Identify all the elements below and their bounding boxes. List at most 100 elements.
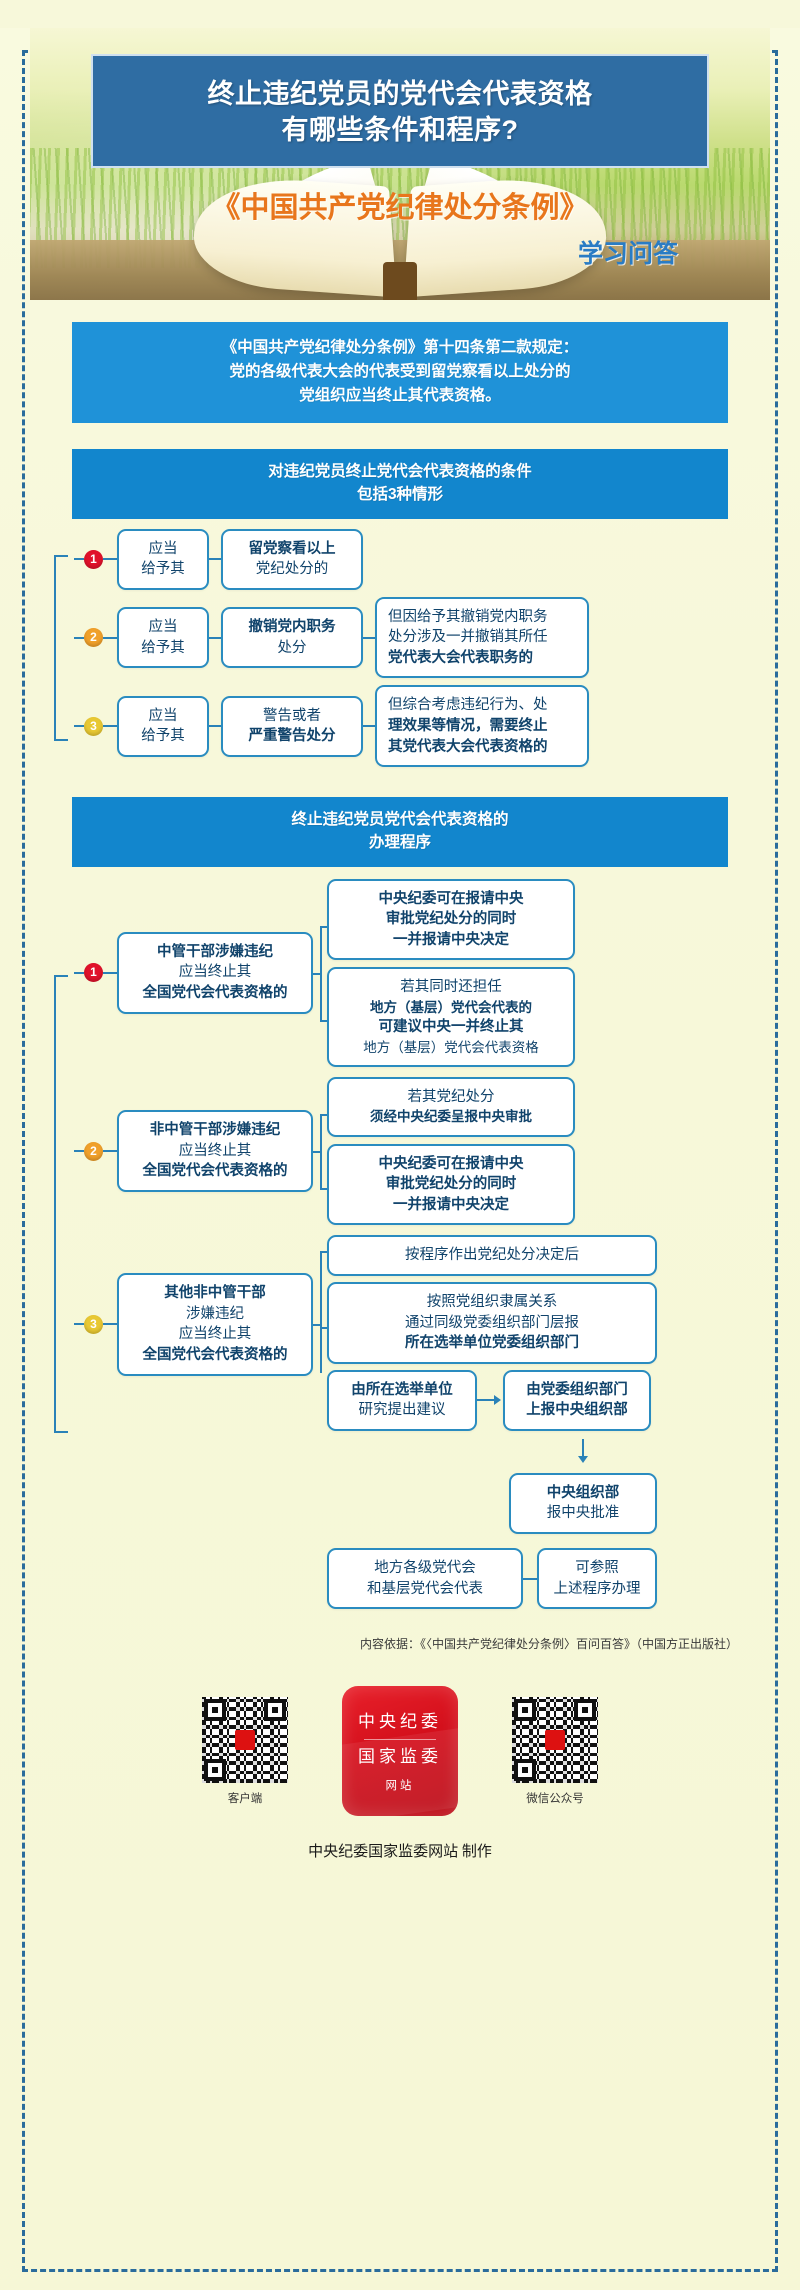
section-1-header-line2: 包括3种情形 (356, 486, 444, 504)
bracket-tick-1 (320, 1251, 327, 1254)
procedure-2-subject-line1: 非中管干部涉嫌违纪 (149, 1122, 281, 1139)
condition-3-prefix-line1: 应当 (148, 707, 178, 724)
procedure-1-subject-card: 中管干部涉嫌违纪 应当终止其 全国党代会代表资格的 (117, 931, 313, 1014)
section-2-header-line2: 办理程序 (368, 834, 431, 852)
condition-1-penalty-line2: 党纪处分的 (255, 561, 329, 578)
open-book-illustration (185, 153, 615, 300)
quote-line-1: 《中国共产党纪律处分条例》第十四条第二款规定： (221, 339, 579, 356)
arrow-down-icon (576, 1438, 590, 1465)
procedure-1-subject-line1: 中管干部涉嫌违纪 (157, 943, 273, 960)
p1b-line2: 地方（基层）党代会代表的 (370, 999, 532, 1015)
ccdi-logo: 中央纪委 国家监委 网站 (342, 1686, 458, 1817)
procedure-row-1: 1 中管干部涉嫌违纪 应当终止其 全国党代会代表资格的 中央纪委可在报请中央 审… (74, 878, 760, 1067)
condition-row-2: 2 应当 给予其 撤销党内职务 处分 但因给予其撤销党内职务 处分涉及一并撤销其… (74, 596, 760, 679)
connector (74, 725, 84, 728)
procedure-3-subject-line3: 应当终止其 (178, 1326, 252, 1343)
procedure-2-subject-card: 非中管干部涉嫌违纪 应当终止其 全国党代会代表资格的 (117, 1110, 313, 1192)
procedure-2-cards: 若其党纪处分 须经中央纪委呈报中央审批 中央纪委可在报请中央 审批党纪处分的同时… (327, 1076, 575, 1226)
qr-left-block: 客户端 (202, 1696, 288, 1806)
condition-1-prefix-line2: 给予其 (141, 561, 185, 578)
page-title-line1: 终止违纪党员的党代会代表资格 (207, 79, 593, 109)
p3e-line2: 报中央批准 (546, 1505, 620, 1522)
condition-2-prefix-line2: 给予其 (141, 639, 185, 656)
qr-code-app-icon[interactable] (202, 1696, 288, 1783)
connector (103, 725, 117, 728)
condition-1-prefix-line1: 应当 (148, 540, 178, 557)
qr-code-wechat-icon[interactable] (512, 1696, 598, 1783)
procedure-2-bracket (313, 1077, 327, 1225)
procedure-3-left: 3 其他非中管干部 涉嫌违纪 应当终止其 全国党代会代表资格的 (74, 1235, 313, 1413)
connector (74, 636, 84, 639)
qr-finder-tl (204, 1698, 226, 1721)
logo-line-1: 中央纪委 (358, 1712, 442, 1732)
quote-line-2: 党的各级代表大会的代表受到留党察看以上处分的 (229, 363, 571, 381)
p2b-line1: 中央纪委可在报请中央 (378, 1155, 524, 1172)
connector (103, 1150, 117, 1153)
p3f-line2: 和基层党代会代表 (367, 1580, 483, 1597)
logo-divider (364, 1738, 436, 1740)
procedure-3-card-g: 可参照 上述程序办理 (537, 1547, 657, 1610)
connector (103, 971, 117, 974)
procedure-2-card-b: 中央纪委可在报请中央 审批党纪处分的同时 一并报请中央决定 (327, 1143, 575, 1226)
procedure-bullet-2: 2 (84, 1141, 103, 1161)
procedure-1-card-b: 若其同时还担任 地方（基层）党代会代表的 可建议中央一并终止其 地方（基层）党代… (327, 967, 575, 1067)
p3g-line2: 上述程序办理 (553, 1580, 641, 1597)
section-2-tree: 1 中管干部涉嫌违纪 应当终止其 全国党代会代表资格的 中央纪委可在报请中央 审… (40, 878, 760, 1610)
procedure-3-cards: 按程序作出党纪处分决定后 按照党组织隶属关系 通过同级党委组织部门层报 所在选举… (327, 1235, 657, 1610)
p3f-line1: 地方各级党代会 (374, 1559, 476, 1576)
p3c-line1: 由所在选举单位 (351, 1381, 453, 1398)
qr-finder-tr (574, 1698, 596, 1721)
condition-2-note-line3: 党代表大会代表职务的 (388, 649, 533, 666)
bullet-1: 1 (84, 549, 103, 569)
procedure-bullet-3: 3 (84, 1314, 103, 1334)
p1a-line1: 中央纪委可在报请中央 (378, 890, 524, 907)
connector (523, 1577, 537, 1580)
connector (363, 725, 375, 728)
procedure-3-card-d: 由党委组织部门 上报中央组织部 (503, 1369, 651, 1431)
bracket-vertical (320, 1251, 322, 1374)
procedure-3-row-e: 中央组织部 报中央批准 (327, 1472, 657, 1534)
procedure-3-card-a: 按程序作出党纪处分决定后 (327, 1235, 657, 1276)
procedure-3-subject-line4: 全国党代会代表资格的 (142, 1346, 288, 1363)
qr-finder-bl (514, 1758, 536, 1781)
procedure-3-subject-line1: 其他非中管干部 (164, 1285, 266, 1302)
procedure-3-row-fg: 地方各级党代会 和基层党代会代表 可参照 上述程序办理 (327, 1547, 657, 1610)
bracket-tick-1 (320, 1113, 327, 1116)
procedure-bullet-1: 1 (84, 963, 103, 983)
qr-left-caption: 客户端 (227, 1792, 263, 1805)
condition-row-3: 3 应当 给予其 警告或者 严重警告处分 但综合考虑违纪行为、处 理效果等情况，… (74, 685, 760, 768)
qr-finder-tl (514, 1698, 536, 1721)
rail-cap-top-1 (54, 554, 68, 557)
section-2-header: 终止违纪党员党代会代表资格的 办理程序 (72, 797, 728, 867)
procedure-2-subject-line2: 应当终止其 (178, 1142, 252, 1159)
p3d-line1: 由党委组织部门 (526, 1381, 628, 1398)
rail-cap-bottom-1 (54, 739, 68, 742)
page-title-line2: 有哪些条件和程序? (281, 115, 519, 146)
section-1-header: 对违纪党员终止党代会代表资格的条件 包括3种情形 (72, 449, 728, 519)
regulation-quote-box: 《中国共产党纪律处分条例》第十四条第二款规定： 党的各级代表大会的代表受到留党察… (72, 322, 728, 424)
p2a-line1: 若其党纪处分 (407, 1088, 495, 1105)
connector (209, 725, 221, 728)
hero-subtitle: 《中国共产党纪律处分条例》 (30, 184, 770, 226)
condition-2-prefix-card: 应当 给予其 (117, 606, 209, 669)
qr-center-logo (235, 1729, 255, 1750)
condition-3-prefix-line2: 给予其 (141, 728, 185, 745)
condition-2-note-line1: 但因给予其撤销党内职务 (388, 608, 548, 625)
hero-series-label: 学习问答 (30, 234, 770, 270)
connector (363, 636, 375, 639)
p3a-line1: 按程序作出党纪处分决定后 (405, 1247, 579, 1264)
condition-3-note-line2: 理效果等情况，需要终止 (388, 718, 548, 735)
condition-3-prefix-card: 应当 给予其 (117, 695, 209, 757)
book-spine (383, 262, 417, 300)
hero-banner: 终止违纪党员的党代会代表资格 有哪些条件和程序? 《中国共产党纪律处分条例》 学… (30, 28, 770, 300)
qr-center-logo (545, 1729, 565, 1750)
bracket-tick-2 (320, 1188, 327, 1191)
p1a-line3: 一并报请中央决定 (393, 931, 509, 948)
section-1-tree: 1 应当 给予其 留党察看以上 党纪处分的 2 应当 给予 (40, 528, 760, 768)
connector (74, 558, 84, 561)
condition-2-penalty-line1: 撤销党内职务 (248, 618, 336, 635)
p2b-line2: 审批党纪处分的同时 (385, 1176, 517, 1193)
procedure-1-cards: 中央纪委可在报请中央 审批党纪处分的同时 一并报请中央决定 若其同时还担任 地方… (327, 878, 575, 1067)
qr-finder-bl (204, 1758, 226, 1781)
procedure-row-2: 2 非中管干部涉嫌违纪 应当终止其 全国党代会代表资格的 若其党纪处分 须经中央… (74, 1076, 760, 1226)
